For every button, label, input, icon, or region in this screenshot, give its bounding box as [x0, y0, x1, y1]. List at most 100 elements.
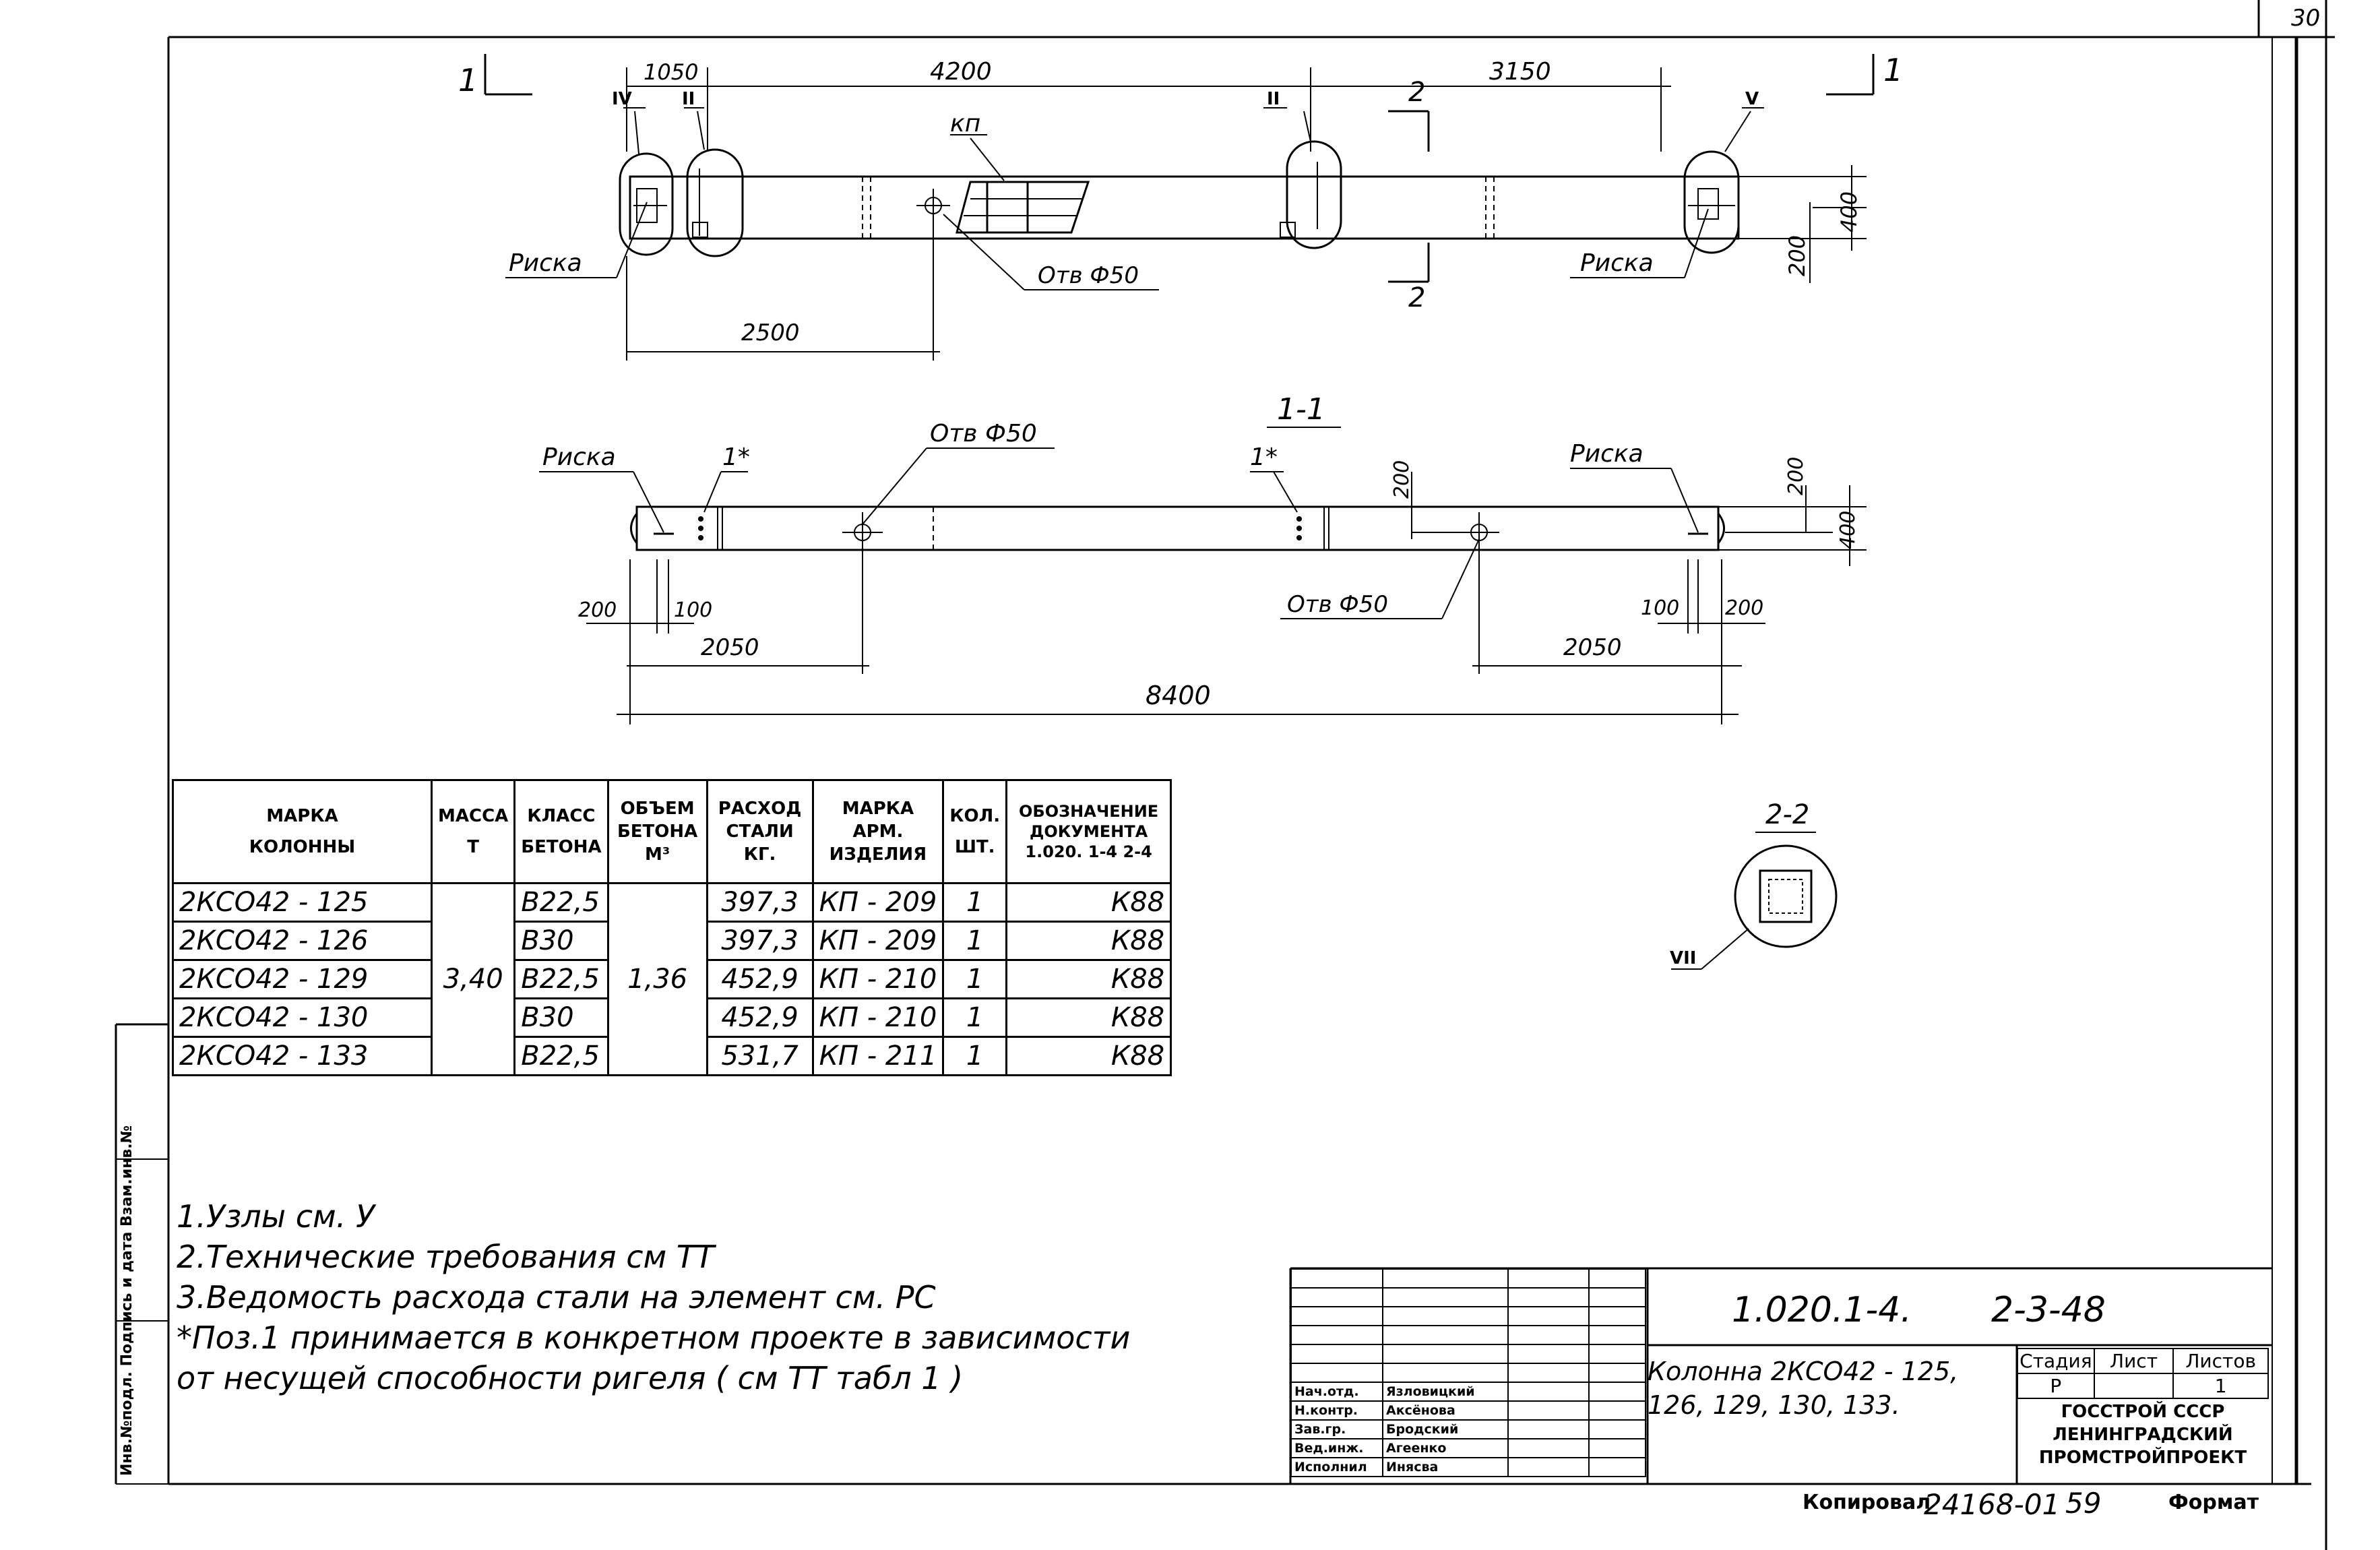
sheets-value: 1 [2172, 1373, 2269, 1399]
cell-mark: 2КСО42 - 130 [172, 997, 433, 1038]
section-mark-2-top: 2 [1408, 77, 1425, 108]
label-riska-section-right: Риска [1570, 440, 1643, 468]
signature-name: Бродский [1382, 1419, 1509, 1439]
note-line: 1.Узлы см. У [177, 1198, 375, 1235]
page-number: 59 [2065, 1487, 2102, 1520]
signature-row: Вед.инж.Агеенко [1290, 1438, 1646, 1458]
dim-3150: 3150 [1489, 58, 1551, 86]
sheets-header: Листов [2172, 1348, 2269, 1374]
dim-section-2050-left: 2050 [701, 634, 759, 661]
header-qty: КОЛ.ШТ. [942, 779, 1008, 884]
cell-steel: 452,9 [706, 959, 814, 999]
cell-arm: КП - 210 [811, 959, 945, 999]
dim-8400: 8400 [1146, 681, 1211, 710]
signature-mark [1507, 1400, 1590, 1421]
title-block-frame [1289, 1267, 2272, 1484]
label-riska-section-left: Риска [542, 443, 616, 471]
sheet-code: 2-3-48 [1991, 1290, 2106, 1330]
signature-mark [1507, 1438, 1590, 1458]
section-1-1-view: 1-1 Риска Риска 1* 1* Отв Ф50 [539, 392, 1867, 724]
title-block: Нач.отд.Язловицкий Н.контр.Аксёнова Зав.… [1290, 1268, 2269, 1484]
dim-2500: 2500 [741, 319, 800, 346]
cell-arm: КП - 211 [811, 1036, 945, 1076]
order-number: 24168-01 [1924, 1488, 2061, 1521]
cell-doc: К88 [1005, 959, 1172, 999]
cell-doc: К88 [1005, 921, 1172, 961]
label-riska-plan-right: Риска [1580, 249, 1654, 277]
signature-role: Вед.инж. [1290, 1438, 1383, 1458]
signature-role: Нач.отд. [1290, 1382, 1383, 1402]
table-row: 2КСО42 - 133 В22,5 531,7 КП - 211 1 К88 [172, 1036, 1172, 1076]
label-pos-right: 1* [1250, 443, 1278, 471]
signature-row: Нач.отд.Язловицкий [1290, 1382, 1646, 1402]
sheet-frame [115, 0, 2335, 1550]
cell-steel: 397,3 [706, 882, 814, 923]
dim-plan-400: 400 [1836, 191, 1862, 232]
label-hole-section-bottom: Отв Ф50 [1287, 591, 1388, 618]
dim-section-200-left: 200 [578, 598, 617, 622]
table-row: 2КСО42 - 125 3,40 В22,5 1,36 397,3 КП - … [172, 882, 1172, 1076]
cell-qty: 1 [942, 882, 1008, 923]
stage-value: Р [2017, 1373, 2095, 1399]
sheet-number: 30 [2291, 5, 2320, 32]
signature-name: Аксёнова [1382, 1400, 1509, 1421]
cell-mark: 2КСО42 - 133 [172, 1036, 433, 1076]
label-riska-plan-left: Риска [509, 249, 582, 277]
stage-header: Стадия [2017, 1348, 2095, 1374]
section-mark-right: 1 [1883, 52, 1903, 88]
dim-section-100-left: 100 [674, 598, 712, 622]
table-row: 2КСО42 - 129 В22,5 452,9 КП - 210 1 К88 [172, 959, 1172, 999]
cell-steel: 397,3 [706, 921, 814, 961]
drawing-name-line1: Колонна 2КСО42 - 125, [1648, 1357, 1959, 1386]
cell-mark: 2КСО42 - 129 [172, 959, 433, 999]
cell-class: В22,5 [513, 959, 609, 999]
cell-mark: 2КСО42 - 126 [172, 921, 433, 961]
signature-mark [1507, 1457, 1590, 1477]
node-v-label: V [1745, 89, 1759, 109]
cell-class: В30 [513, 997, 609, 1038]
label-kp: кп [950, 110, 980, 137]
cell-volume: 1,36 [606, 882, 708, 1076]
dim-section-200-right-top: 200 [1784, 457, 1808, 495]
note-line: 2.Технические требования см ТТ [177, 1239, 715, 1275]
note-line: 3.Ведомость расхода стали на элемент см.… [177, 1279, 936, 1315]
cell-steel: 531,7 [706, 1036, 814, 1076]
cell-class: В30 [513, 921, 609, 961]
section-2-2-title: 2-2 [1765, 799, 1809, 830]
cell-mass: 3,40 [430, 882, 516, 1076]
notes: 1.Узлы см. У 2.Технические требования см… [177, 1196, 1130, 1398]
cell-qty: 1 [942, 1036, 1008, 1076]
drawing-name: Колонна 2КСО42 - 125, 126, 129, 130, 133… [1648, 1355, 1958, 1422]
table-row: 2КСО42 - 126 В30 397,3 КП - 209 1 К88 [172, 921, 1172, 961]
signature-name: Агеенко [1382, 1438, 1509, 1458]
cell-arm: КП - 210 [811, 997, 945, 1038]
organization: ГОССТРОЙ СССР ЛЕНИНГРАДСКИЙ ПРОМСТРОЙПРО… [2017, 1400, 2269, 1469]
dim-section-400: 400 [1836, 511, 1860, 549]
dim-4200: 4200 [930, 58, 992, 86]
node-iv-label: IV [612, 89, 632, 109]
signature-name: Инясва [1382, 1457, 1509, 1477]
signature-table: Нач.отд.Язловицкий Н.контр.Аксёнова Зав.… [1290, 1268, 1646, 1477]
side-stamp: Инв.№подл. Подпись и дата Взам.инв.№ [119, 1125, 135, 1476]
cell-doc: К88 [1005, 882, 1172, 923]
table-row: 2КСО42 - 130 В30 452,9 КП - 210 1 К88 [172, 997, 1172, 1038]
dim-plan-200: 200 [1784, 235, 1810, 276]
signature-row: Н.контр.Аксёнова [1290, 1400, 1646, 1421]
plan-view: 1 1 1050 4200 3150 IV II [458, 52, 1903, 361]
sheet-value [2093, 1373, 2174, 1399]
cell-steel: 452,9 [706, 997, 814, 1038]
stage-table: Стадия Лист Листов Р 1 [2017, 1348, 2269, 1399]
signature-name: Язловицкий [1382, 1382, 1509, 1402]
cell-doc: К88 [1005, 1036, 1172, 1076]
cell-qty: 1 [942, 997, 1008, 1038]
signature-role: Зав.гр. [1290, 1419, 1383, 1439]
organization-line: ГОССТРОЙ СССР [2061, 1402, 2225, 1422]
sheet-header: Лист [2093, 1348, 2174, 1374]
